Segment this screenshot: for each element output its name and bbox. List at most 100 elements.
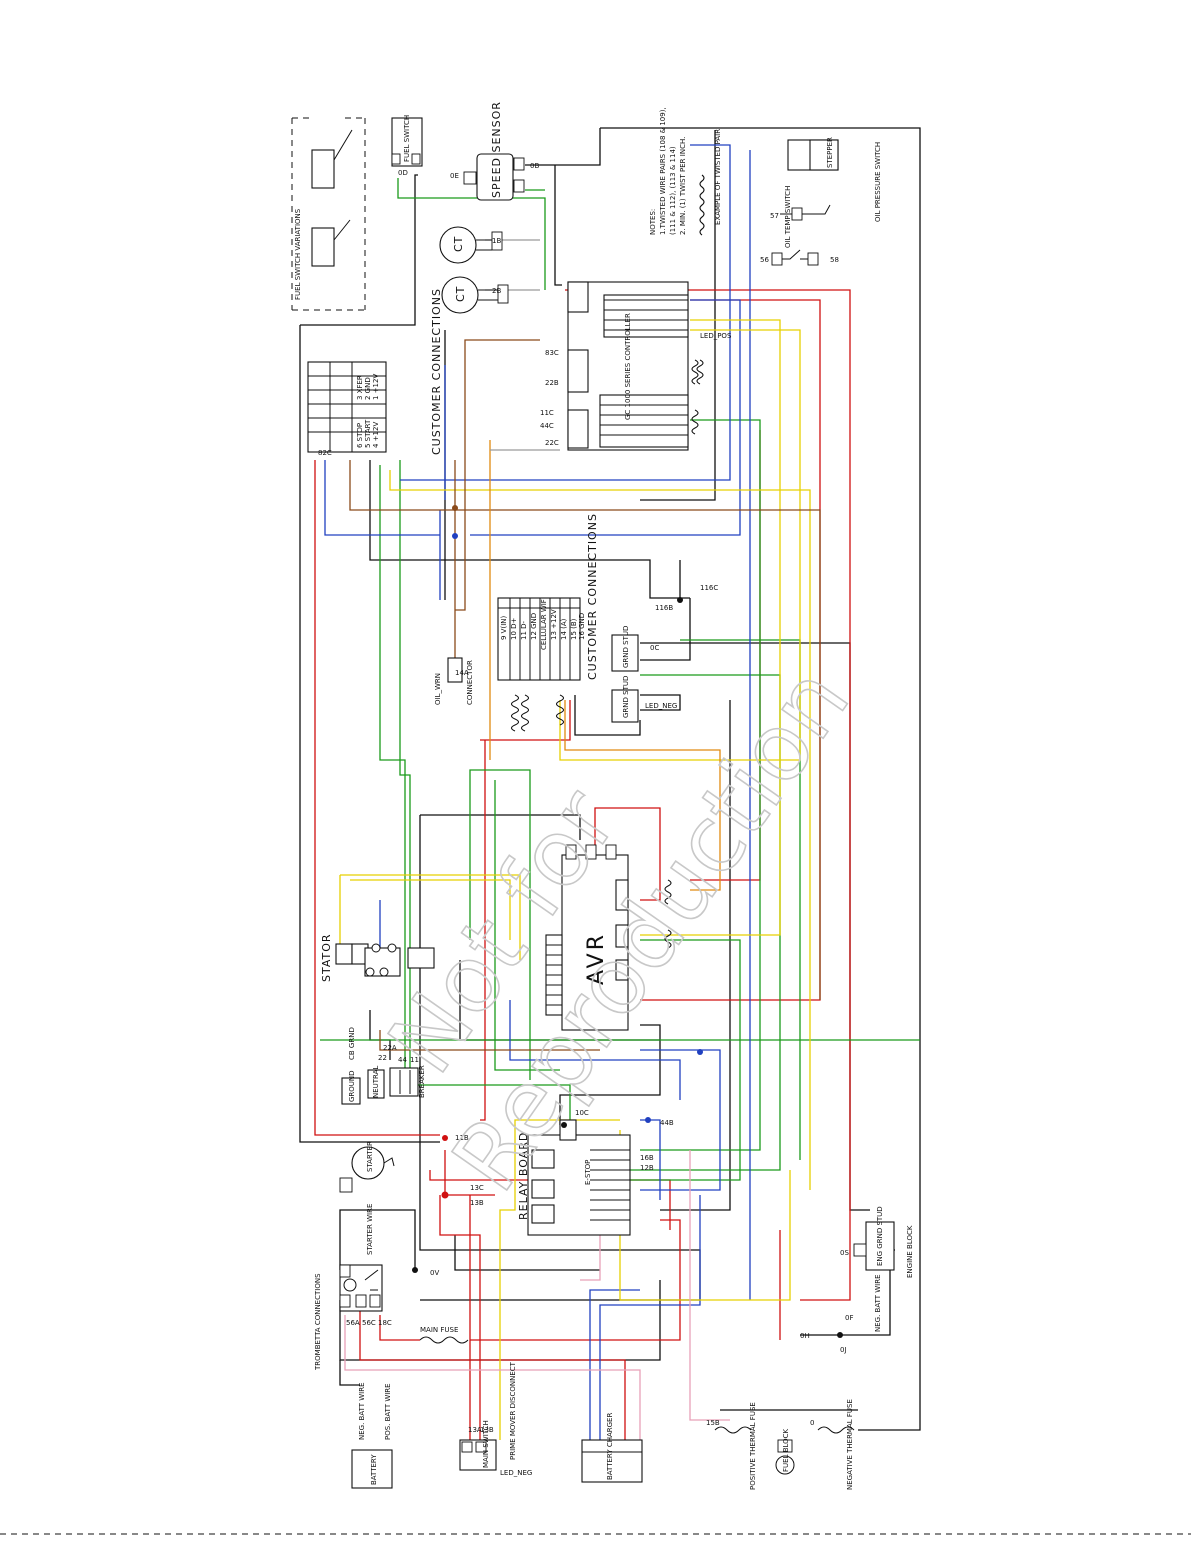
fuel-switch: FUEL SWITCH bbox=[391, 115, 423, 167]
main-switch: MAIN SWITCH PRIME MOVER DISCONNECT LED_N… bbox=[459, 1361, 532, 1477]
wire-label-11b: 11B bbox=[455, 1134, 469, 1142]
wire-label-0b: 0B bbox=[530, 162, 539, 170]
pos-batt-wire-label: POS. BATT WIRE bbox=[384, 1383, 392, 1440]
ct-2-label: CT bbox=[454, 286, 467, 302]
notes-line-3: 2. MIN. (1) TWIST PER INCH. bbox=[679, 137, 687, 235]
fuel-switch-variations-box: FUEL SWITCH VARIATIONS bbox=[291, 117, 366, 311]
prime-mover-label: PRIME MOVER DISCONNECT bbox=[509, 1361, 517, 1460]
fuel-block: FUEL BLOCK bbox=[775, 1428, 795, 1475]
customer-connections-block-1: 1 +12V 2 GND 3 XFER 4 +12V 5 START 6 STO… bbox=[307, 288, 443, 455]
battery: BATTERY NEG. BATT WIRE POS. BATT WIRE bbox=[351, 1382, 393, 1489]
wire-label-18c: 18C bbox=[378, 1319, 392, 1327]
wire-label-44: 44 bbox=[398, 1056, 407, 1064]
customer-row-1: 1 +12V bbox=[372, 374, 380, 400]
customer-row-3: 3 XFER bbox=[356, 375, 364, 400]
avr-regulator: AVR bbox=[545, 844, 672, 1031]
grnd-stud-1-label: GRND STUD bbox=[622, 626, 630, 668]
fuel-switch-variations-label: FUEL SWITCH VARIATIONS bbox=[294, 208, 302, 300]
stepper-label: STEPPER bbox=[826, 137, 834, 168]
notes-title: NOTES: bbox=[649, 209, 657, 235]
trombetta-solenoid: TROMBETTA CONNECTIONS STARTER WIRE bbox=[314, 1204, 383, 1371]
trombetta-label: TROMBETTA CONNECTIONS bbox=[314, 1273, 322, 1371]
led-neg-bottom-label: LED_NEG bbox=[500, 1469, 532, 1477]
relay-board: RELAY BOARD E-STOP bbox=[517, 1119, 631, 1236]
wire-label-14a: 14A bbox=[455, 669, 469, 677]
negative-thermal-fuse-label: NEGATIVE THERMAL FUSE bbox=[846, 1399, 854, 1490]
wire-label-56a: 56A bbox=[346, 1319, 360, 1327]
oil-warning-connector: OIL_WRN CONNECTOR bbox=[434, 657, 474, 705]
wire-label-0d: 0D bbox=[398, 169, 408, 177]
fuel-switch-label: FUEL SWITCH bbox=[403, 115, 411, 162]
wire-label-22: 22 bbox=[378, 1054, 387, 1062]
wire-label-1b: 1B bbox=[492, 237, 501, 245]
starter-label: STARTER bbox=[366, 1141, 374, 1172]
cellular-row-1: 9 V(IN) bbox=[500, 616, 508, 640]
ground-stud-2: GRND STUD LED_NEG bbox=[611, 676, 677, 723]
wire-label-83c: 83C bbox=[545, 349, 559, 357]
oil-pressure-switch: OIL PRESSURE SWITCH bbox=[780, 142, 882, 222]
controller-label: GC 1000 SERIES CONTROLLER bbox=[624, 313, 632, 420]
engine-block-label: ENGINE BLOCK bbox=[906, 1225, 914, 1278]
wire-label-13a: 13A bbox=[468, 1426, 482, 1434]
oil-pressure-switch-label: OIL PRESSURE SWITCH bbox=[874, 142, 882, 222]
wire-label-58: 58 bbox=[830, 256, 839, 264]
wire-label-116c: 116C bbox=[700, 584, 718, 592]
wire-label-0c: 0C bbox=[650, 644, 659, 652]
wire-number-labels: 0B 0D 0E 83C 22C 22B 11C 44C 82C 116C 11… bbox=[318, 162, 853, 1434]
wire-label-116b: 116B bbox=[655, 604, 673, 612]
cellular-row-7: 15 (B) bbox=[570, 618, 578, 640]
speed-sensor-label: SPEED SENSOR bbox=[490, 101, 503, 198]
wire-label-2b: 2B bbox=[492, 287, 501, 295]
gc1000-controller: GC 1000 SERIES CONTROLLER bbox=[567, 281, 704, 451]
current-transformer-2: CT bbox=[441, 276, 509, 314]
wire-label-11: 11 bbox=[410, 1056, 419, 1064]
avr-label: AVR bbox=[584, 932, 609, 985]
oil-temp-switch-label: OIL TEMP SWITCH bbox=[784, 186, 792, 248]
stepper-motor: STEPPER bbox=[787, 137, 839, 171]
customer-row-2: 2 GND bbox=[364, 377, 372, 400]
starter-motor: STARTER bbox=[339, 1141, 395, 1193]
wire-label-22b: 22B bbox=[545, 379, 559, 387]
wire-label-44b: 44B bbox=[660, 1119, 674, 1127]
cellular-row-6: 14 (A) bbox=[560, 618, 568, 640]
wire-label-13b: 13B bbox=[470, 1199, 484, 1207]
wire-label-56c: 56C bbox=[362, 1319, 376, 1327]
ground-neutral-breaker: GROUND CB GRND NEUTRAL BREAKER bbox=[341, 1027, 426, 1105]
wire-label-0: 0 bbox=[810, 1419, 814, 1427]
notes-line-2: (111 & 112), (113 & 114) bbox=[669, 146, 677, 235]
oil-temp-switch: OIL TEMP SWITCH bbox=[771, 186, 819, 266]
main-switch-label: MAIN SWITCH bbox=[482, 1420, 490, 1468]
negative-thermal-fuse: NEGATIVE THERMAL FUSE bbox=[817, 1399, 855, 1490]
fuel-switch-var-a bbox=[311, 227, 335, 267]
led-neg-wire-label: LED_NEG bbox=[645, 702, 677, 710]
customer-row-4: 4 +12V bbox=[372, 422, 380, 448]
wire-label-0h: 0H bbox=[800, 1332, 810, 1340]
ground-stud-1: GRND STUD bbox=[611, 626, 639, 672]
neg-batt-wire-label: NEG. BATT WIRE bbox=[358, 1382, 366, 1440]
breaker-label: BREAKER bbox=[418, 1065, 426, 1098]
wire-label-13c: 13C bbox=[470, 1184, 484, 1192]
ct-1-label: CT bbox=[452, 236, 465, 252]
twisted-pair-notes: NOTES: 1.TWISTED WIRE PAIRS (108 & 109),… bbox=[649, 107, 722, 236]
eng-grnd-stud-label: ENG GRND STUD bbox=[876, 1206, 884, 1266]
positive-thermal-fuse: POSITIVE THERMAL FUSE bbox=[714, 1402, 757, 1490]
wire-label-0f: 0F bbox=[845, 1314, 853, 1322]
wires bbox=[299, 127, 921, 1445]
relay-board-label: RELAY BOARD bbox=[517, 1132, 530, 1220]
wire-label-15b: 15B bbox=[706, 1419, 720, 1427]
cellular-row-4: 12 GND bbox=[530, 613, 538, 640]
current-transformer-1: CT bbox=[439, 226, 503, 264]
oil-warn-label: OIL_WRN bbox=[434, 673, 442, 705]
stator-label: STATOR bbox=[320, 933, 333, 982]
wire-label-16b: 16B bbox=[640, 1154, 654, 1162]
twisted-pair-example bbox=[699, 174, 705, 236]
cb-grnd-label: CB GRND bbox=[348, 1027, 356, 1060]
fuel-switch-var-b bbox=[311, 149, 335, 189]
junction-dots bbox=[412, 505, 843, 1338]
battery-charger: BATTERY CHARGER bbox=[581, 1413, 643, 1483]
wire-label-56: 56 bbox=[760, 256, 769, 264]
led-pos-wire-label: LED_POS bbox=[700, 332, 732, 340]
main-fuse: MAIN FUSE bbox=[419, 1326, 469, 1344]
